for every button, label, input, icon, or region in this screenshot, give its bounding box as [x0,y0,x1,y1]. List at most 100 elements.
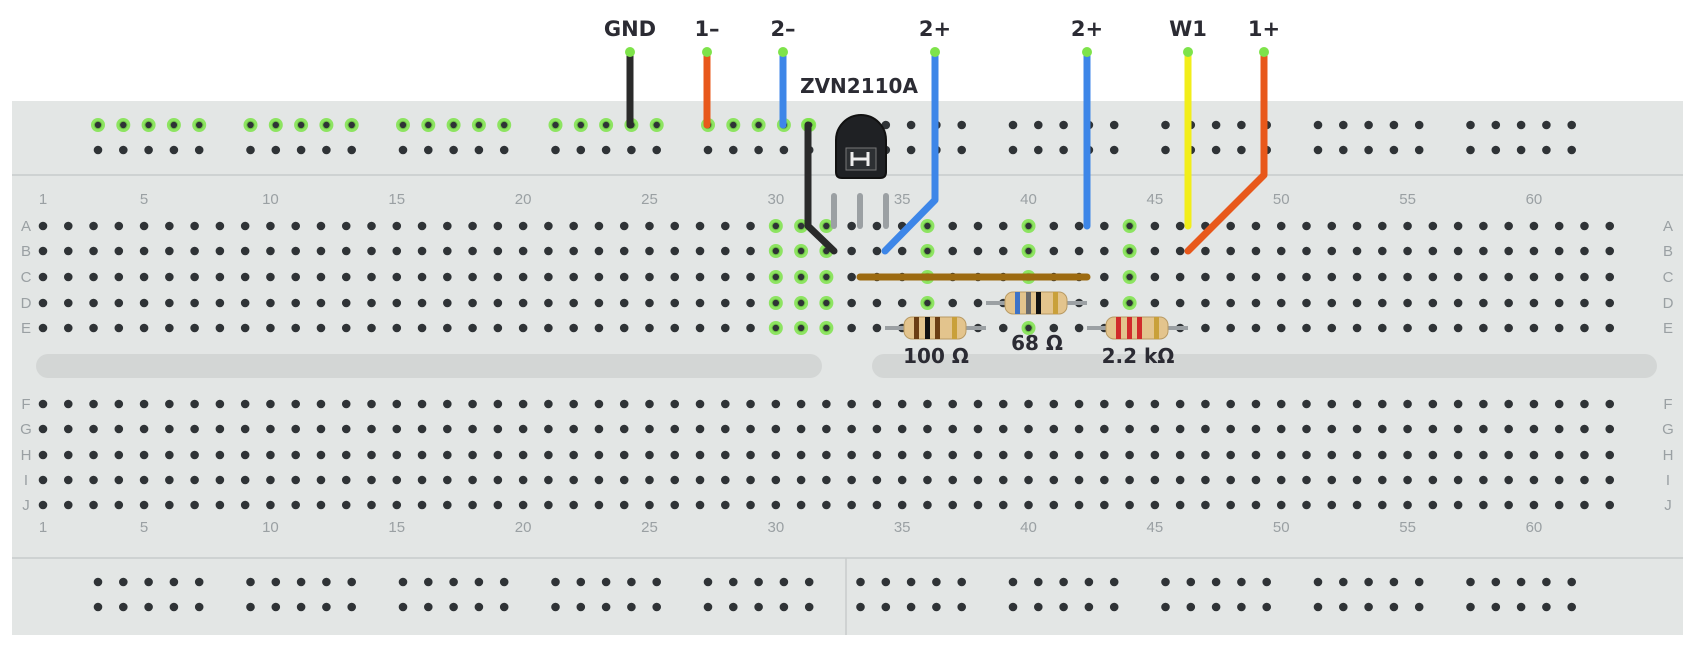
rail-hole [957,120,966,130]
hole [720,450,730,460]
hole [645,475,654,485]
row-letter: G [20,421,32,438]
hole [1251,298,1261,308]
hole [1049,399,1059,409]
rail-hole [906,120,916,130]
hole-center [145,121,152,129]
hole [114,424,124,434]
hole [822,399,831,409]
resistor-2k2-ohm[interactable] [1087,316,1188,340]
hole [215,399,225,409]
rail-hole [1084,602,1094,612]
hole [1605,475,1615,485]
hole [89,500,98,510]
hole [1074,450,1084,460]
hole-center [1025,247,1032,255]
hole [240,221,250,231]
hole [1074,399,1084,409]
hole [443,475,452,485]
rail-hole [576,602,586,612]
hole [114,272,124,282]
hole [948,246,958,256]
hole [1504,323,1513,333]
hole [948,424,958,434]
label-transistor: ZVN2110A [800,74,918,98]
hole [1150,500,1160,510]
hole [190,246,199,256]
rail-hole [1186,577,1196,587]
wire-2-plus-left[interactable] [881,48,939,255]
hole [771,450,781,460]
hole [1201,500,1210,510]
hole [1074,246,1084,256]
hole [139,246,149,256]
column-number: 60 [1526,519,1543,536]
rail-hole [347,602,357,612]
rail-hole [1466,602,1475,612]
rail-hole [1389,577,1399,587]
hole-center [797,324,805,332]
hole [1175,500,1185,510]
rail-hole [246,145,255,155]
hole [1378,221,1387,231]
hole [822,500,831,510]
resistor-100-ohm[interactable] [885,316,986,340]
hole [1074,475,1084,485]
hole [695,246,705,256]
hole [139,298,149,308]
hole [1201,246,1210,256]
hole [1352,246,1362,256]
hole [89,450,98,460]
hole [948,450,958,460]
rail-hole [398,145,408,155]
label-2k2-ohm: 2.2 kΩ [1102,344,1175,368]
hole [998,246,1008,256]
hole [1479,298,1488,308]
hole [1175,475,1185,485]
resistor-68-ohm[interactable] [986,291,1087,315]
hole-center [772,222,780,230]
transistor-zvn2110a[interactable] [831,114,889,229]
hole [1226,424,1235,434]
hole [215,323,225,333]
hole [847,221,856,231]
wire-1-plus[interactable] [1184,48,1268,255]
hole [973,424,983,434]
hole-center [94,121,102,129]
hole [316,246,326,256]
hole [266,500,275,510]
rail-hole [1491,602,1501,612]
hole [544,272,553,282]
rail-hole [1262,577,1271,587]
hole [594,500,604,510]
hole [746,298,755,308]
hole [341,246,351,256]
hole [847,399,856,409]
wire-gnd-to-source[interactable] [804,121,838,255]
hole [417,500,427,510]
hole [1251,450,1261,460]
column-number: 20 [515,519,532,536]
rail-hole [1084,577,1094,587]
rail-hole [246,602,255,612]
hole [670,500,680,510]
hole [948,475,958,485]
hole [695,272,705,282]
hole [1580,246,1589,256]
hole [1378,272,1387,282]
hole [1352,450,1362,460]
hole-center [425,121,432,129]
hole [670,424,680,434]
hole [1403,221,1412,231]
hole [1453,323,1463,333]
rail-hole [296,602,306,612]
hole [746,500,755,510]
hole [998,475,1008,485]
rail-hole [119,145,128,155]
rail-hole [1491,120,1501,130]
hole [1302,298,1311,308]
row-letter: A [21,218,31,235]
column-number: 25 [641,519,658,536]
hole [1403,246,1412,256]
column-number: 45 [1147,519,1164,536]
